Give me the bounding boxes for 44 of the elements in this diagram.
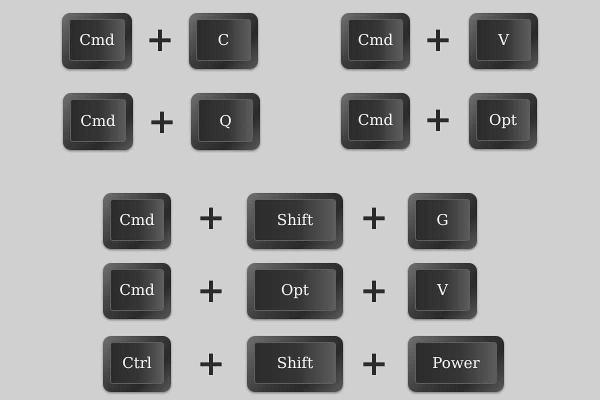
plus-sign: + (196, 203, 226, 233)
keyboard-key (189, 13, 258, 69)
plus-sign: + (196, 349, 226, 379)
key-label: Cmd (358, 111, 394, 129)
keyboard-key (341, 93, 410, 149)
plus-sign: + (424, 105, 452, 135)
key-label: Cmd (119, 211, 155, 229)
key-label: Cmd (358, 31, 394, 49)
keyboard-key (103, 336, 171, 392)
plus-sign: + (148, 107, 176, 137)
key-label: Power (432, 354, 480, 372)
keyboard-key (63, 93, 133, 150)
key-label: V (498, 31, 509, 49)
plus-sign: + (360, 203, 388, 233)
key-label: Shift (276, 211, 314, 229)
key-label: Cmd (119, 281, 155, 299)
keyboard-key (103, 263, 171, 319)
key-label: Q (219, 112, 232, 130)
key-label: Ctrl (122, 354, 152, 372)
plus-sign: + (196, 276, 226, 306)
key-label: Cmd (80, 112, 116, 130)
key-label: G (436, 211, 448, 229)
keyboard-key (469, 13, 538, 69)
key-label: Shift (276, 354, 314, 372)
keyboard-key (408, 263, 477, 319)
plus-sign: + (360, 349, 388, 379)
key-label: Opt (281, 281, 309, 299)
plus-sign: + (360, 276, 388, 306)
key-label: C (218, 31, 230, 49)
keyboard-key (469, 93, 537, 149)
keyboard-key (62, 13, 132, 69)
key-label: Opt (489, 111, 517, 129)
key-label: V (437, 281, 448, 299)
keyboard-key (103, 193, 171, 249)
keyboard-key (247, 193, 343, 249)
key-label: Cmd (79, 31, 115, 49)
keyboard-key (408, 193, 477, 249)
keyboard-key (191, 93, 260, 150)
keyboard-key (247, 263, 343, 319)
keyboard-key (341, 13, 410, 69)
plus-sign: + (146, 25, 174, 55)
plus-sign: + (424, 25, 452, 55)
keyboard-key (247, 336, 343, 392)
keyboard-key (408, 336, 504, 392)
